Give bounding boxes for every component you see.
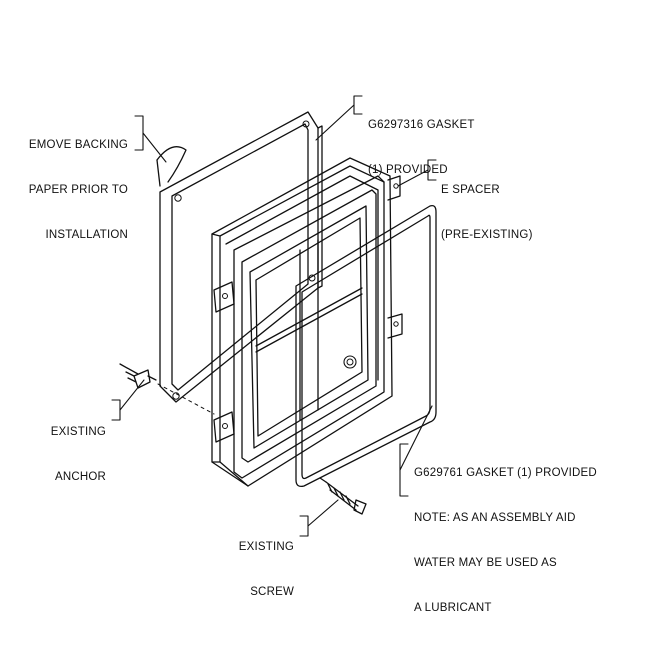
backing-line-1: EMOVE BACKING [28, 139, 128, 151]
anchor-line-2: ANCHOR [54, 471, 106, 483]
front-gasket-line-4: A LUBRICANT [414, 602, 492, 614]
screw-label: EXISTING SCREW [220, 510, 294, 630]
screw-line-2: SCREW [250, 586, 294, 598]
front-gasket-label: G629761 GASKET (1) PROVIDED NOTE: AS AN … [414, 436, 597, 646]
line-drawing [111, 95, 437, 537]
spacer-label: E SPACER (PRE-EXISTING) [441, 153, 533, 273]
screw-part [319, 477, 367, 515]
spacer-line-2: (PRE-EXISTING) [441, 229, 533, 241]
anchor-label: EXISTING ANCHOR [30, 395, 106, 515]
screw-line-1: EXISTING [238, 541, 294, 553]
exploded-assembly-diagram: EMOVE BACKING PAPER PRIOR TO INSTALLATIO… [18, 88, 597, 614]
backing-line-3: INSTALLATION [45, 229, 128, 241]
anchor-line-1: EXISTING [50, 426, 106, 438]
rear-gasket-label: G6297316 GASKET (1) PROVIDED [368, 88, 475, 208]
backing-paper [156, 146, 187, 187]
rear-gasket-line-1: G6297316 GASKET [368, 119, 475, 131]
rear-gasket-line-2: (1) PROVIDED [368, 164, 448, 176]
front-gasket-line-2: NOTE: AS AN ASSEMBLY AID [414, 512, 576, 524]
rear-gasket [159, 111, 323, 403]
backing-line-2: PAPER PRIOR TO [28, 184, 128, 196]
backing-paper-label: EMOVE BACKING PAPER PRIOR TO INSTALLATIO… [18, 108, 128, 273]
front-gasket-line-1: G629761 GASKET (1) PROVIDED [414, 467, 597, 479]
spacer-line-1: E SPACER [441, 184, 500, 196]
front-gasket-line-3: WATER MAY BE USED AS [414, 557, 557, 569]
spacer-frame [211, 157, 403, 487]
leader-lines [111, 95, 437, 537]
anchor-alignment-line [157, 383, 215, 415]
anchor-part [119, 363, 157, 389]
